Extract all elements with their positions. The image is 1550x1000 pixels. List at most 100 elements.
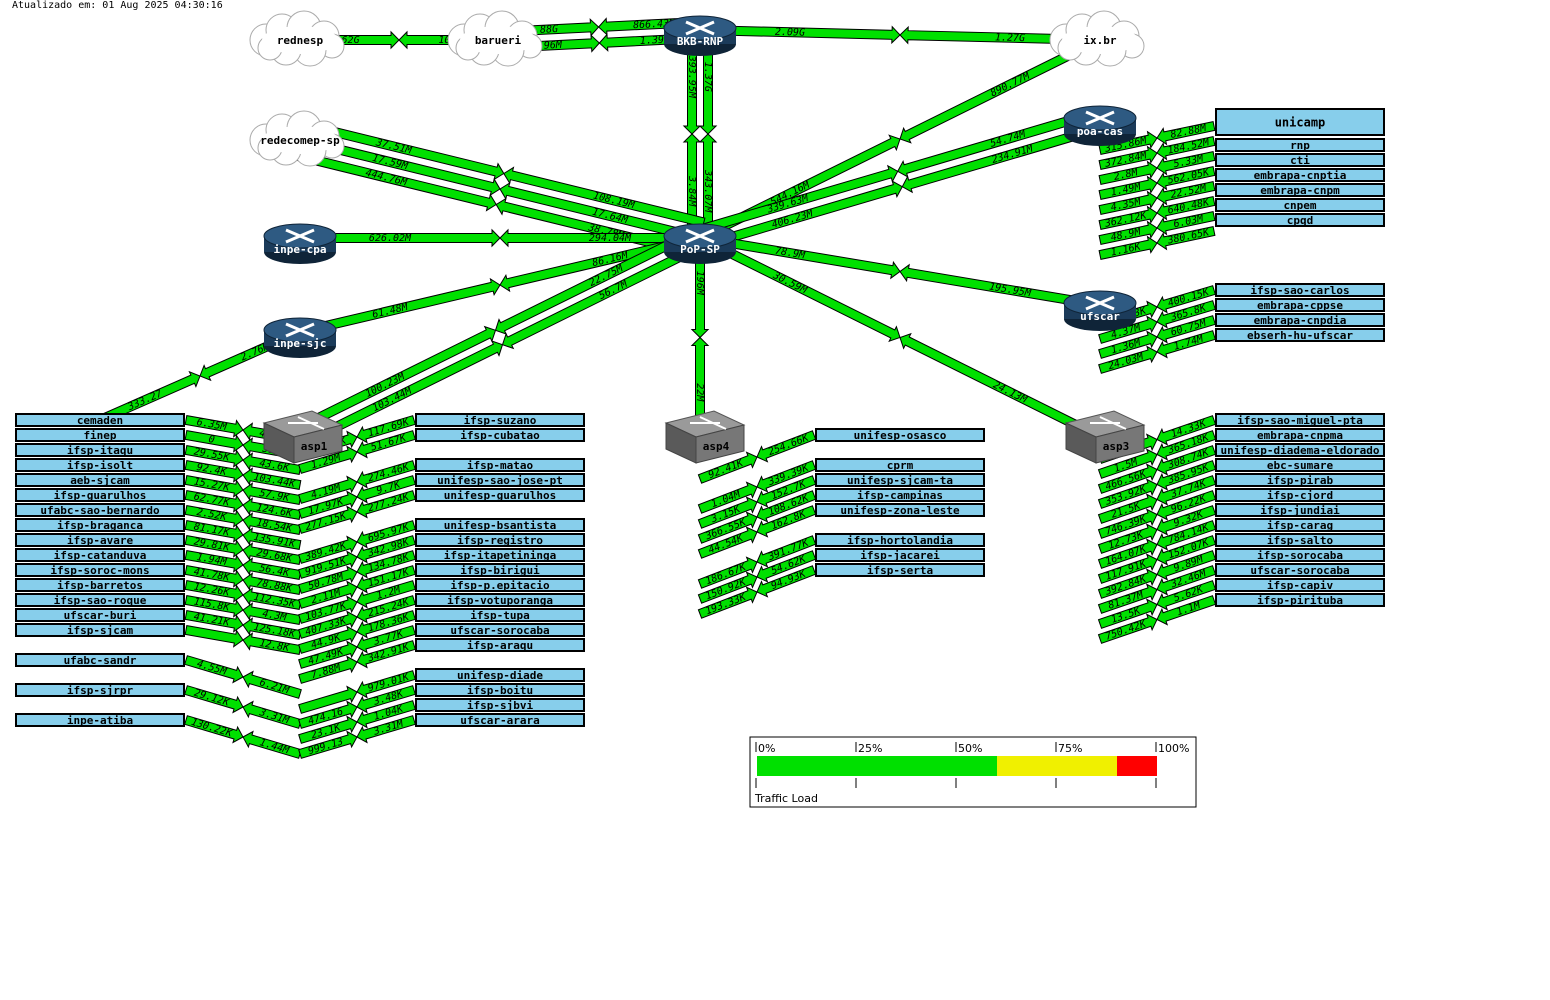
- link-popsp-ufscar-1-label-a: 78.9M: [774, 246, 806, 262]
- asp1-lfan-12-out: [184, 595, 244, 618]
- poacas-right-rnp-label: rnp: [1290, 139, 1310, 152]
- poacas-right-embrapa-cnpm-label: embrapa-cnpm: [1260, 184, 1340, 197]
- asp3-fan-1-in: [1156, 430, 1217, 461]
- asp1-rfan-12-out: [298, 610, 358, 639]
- asp1-rfan-9-out: [298, 565, 358, 594]
- ufscar-fan-3-in: [1156, 330, 1216, 359]
- poacas-right-rnp: [1215, 138, 1385, 152]
- asp1-lfan-2-in: [242, 452, 302, 475]
- asp1-lfan-11-label-b: 112.35K: [253, 592, 297, 610]
- switch-asp4-icon: [690, 416, 727, 430]
- asp1-rfan-0-in: [356, 415, 416, 444]
- asp1-rfan-13-out: [298, 625, 358, 654]
- asp1-lfan-4-label-a: 15.27K: [193, 476, 231, 493]
- asp1-rfan-19-in: [356, 700, 416, 729]
- asp1-rfan-10-in: [356, 565, 416, 594]
- asp1-extra-inpe-atiba-label: inpe-atiba: [67, 714, 133, 727]
- asp1-left-ifsp-avare: [15, 533, 185, 547]
- link-inpesjc-cemaden-1-in: [97, 370, 201, 425]
- poacas-fan-2-out: [1098, 160, 1158, 185]
- router-inpesjc: inpe-sjc: [263, 317, 337, 358]
- asp4-right-ifsp-campinas: [815, 488, 985, 502]
- ufscar-right-embrapa-cnpdia: [1215, 313, 1385, 327]
- asp1-lfan-3-in: [242, 467, 302, 490]
- nodes-layer: cemadenfinepifsp-itaquifsp-isoltaeb-sjca…: [15, 10, 1385, 727]
- asp3-fan-10-in: [1156, 565, 1217, 596]
- asp1-left-ufscar-buri: [15, 608, 185, 622]
- poacas-fan-2-label-a: 2.8M: [1113, 167, 1140, 183]
- asp3-fan-7-out: [1097, 538, 1158, 569]
- switch-asp1: asp1: [262, 410, 344, 464]
- asp1-rfan-9-in: [356, 550, 416, 579]
- asp1-right-unifesp-guarulhos-label: unifesp-guarulhos: [444, 489, 557, 502]
- poacas-right-cti-label: cti: [1290, 154, 1310, 167]
- poacas-fan-2-in: [1156, 151, 1216, 176]
- asp1-left-ifsp-sjcam-label: ifsp-sjcam: [67, 624, 134, 637]
- asp1-rfan-5-in: [356, 490, 416, 519]
- asp1-rfan-1-out: [298, 445, 358, 474]
- switch-asp3-icon: [1090, 416, 1127, 430]
- asp1-lfan-10-label-a: 41.78K: [193, 566, 231, 583]
- router-popsp: PoP-SP: [663, 223, 737, 264]
- asp3-fan-2-out: [1097, 463, 1158, 494]
- asp1-right-unifesp-diade: [415, 668, 585, 682]
- asp1-rfan-12-in: [356, 595, 416, 624]
- asp1-lfan-6-out: [184, 505, 244, 528]
- asp1-left-aeb-sjcam-label: aeb-sjcam: [70, 474, 130, 487]
- asp1-lfan-3-out: [184, 460, 244, 483]
- asp1-lfan-8-label-a: 29.81K: [193, 536, 231, 553]
- update-timestamp: Atualizado em: 01 Aug 2025 04:30:16: [12, 0, 223, 11]
- asp1-lfan-2-out: [184, 445, 244, 468]
- router-bkb-label: BKB-RNP: [677, 35, 724, 48]
- asp1-lfan-6-label-a: 2.52K: [196, 507, 229, 523]
- asp1-lfan-8-out: [184, 535, 244, 558]
- asp3-fan-8-in: [1156, 535, 1217, 566]
- asp1-rfan-10-out: [298, 580, 358, 609]
- asp1-left-ufscar-buri-label: ufscar-buri: [64, 609, 137, 622]
- asp4-fan-7-in: [756, 535, 817, 568]
- asp1-xfan-1-label-b: 3.31M: [257, 707, 291, 727]
- asp1-lfan-5-label-a: 62.77K: [193, 491, 231, 508]
- asp1-right-ifsp-votuporanga: [415, 593, 585, 607]
- poacas-fan-7-label-a: 1.16K: [1110, 241, 1143, 258]
- asp1-left-ifsp-itaqu-label: ifsp-itaqu: [67, 444, 133, 457]
- switch-asp3: asp3: [1064, 410, 1146, 464]
- asp4-right-ifsp-serta: [815, 563, 985, 577]
- cloud-rednesp-label: rednesp: [277, 34, 324, 47]
- asp3-fan-4-in: [1156, 475, 1217, 506]
- router-inpecpa: inpe-cpa: [263, 223, 337, 264]
- asp4-fan-4-in: [756, 490, 817, 523]
- asp1-right-unifesp-bsantista: [415, 518, 585, 532]
- asp4-right-cprm-label: cprm: [887, 459, 914, 472]
- link-popsp-asp4-1-label-a: 196M: [694, 271, 705, 296]
- asp1-rfan-3-in: [356, 460, 416, 489]
- asp4-fan-7-out: [697, 556, 758, 589]
- asp1-left-ifsp-soroc-mons-label: ifsp-soroc-mons: [50, 564, 149, 577]
- asp3-fan-0-in: [1156, 415, 1217, 446]
- asp1-lfan-10-in: [242, 572, 302, 595]
- asp1-left-ifsp-sao-roque-label: ifsp-sao-roque: [54, 594, 147, 607]
- asp1-lfan-11-out: [184, 580, 244, 603]
- asp1-lfan-1-label-a: 0: [208, 434, 216, 446]
- link-ixbr-popsp-1-label-a: 890.77M: [989, 70, 1033, 99]
- asp1-lfan-14-out: [184, 625, 244, 648]
- asp1-rfan-7-out: [298, 535, 358, 564]
- router-inpecpa-label: inpe-cpa: [274, 243, 327, 256]
- link-inpecpa-popsp-1-label-b: 294.04M: [589, 233, 632, 244]
- asp3-fan-9-in: [1156, 550, 1217, 581]
- asp4-right-ifsp-jacarei: [815, 548, 985, 562]
- asp3-fan-12-in: [1156, 595, 1217, 626]
- asp3-fan-11-out: [1097, 598, 1158, 629]
- asp1-left-ufabc-sao-bernardo: [15, 503, 185, 517]
- asp3-right-ifsp-pirab-label: ifsp-pirab: [1267, 474, 1334, 487]
- asp3-fan-12-out: [1097, 613, 1158, 644]
- asp1-lfan-13-label-a: 41.21K: [193, 611, 231, 628]
- asp1-lfan-6-label-b: 18.54K: [256, 517, 294, 534]
- asp4-fan-0-label-b: 254.66K: [767, 432, 811, 458]
- router-bkb-icon: [685, 20, 715, 36]
- asp1-rfan-4-out: [298, 490, 358, 519]
- asp1-lfan-11-in: [242, 587, 302, 610]
- asp1-rfan-8-out: [298, 550, 358, 579]
- asp1-left-ifsp-catanduva: [15, 548, 185, 562]
- ufscar-fan-0-in: [1156, 285, 1216, 314]
